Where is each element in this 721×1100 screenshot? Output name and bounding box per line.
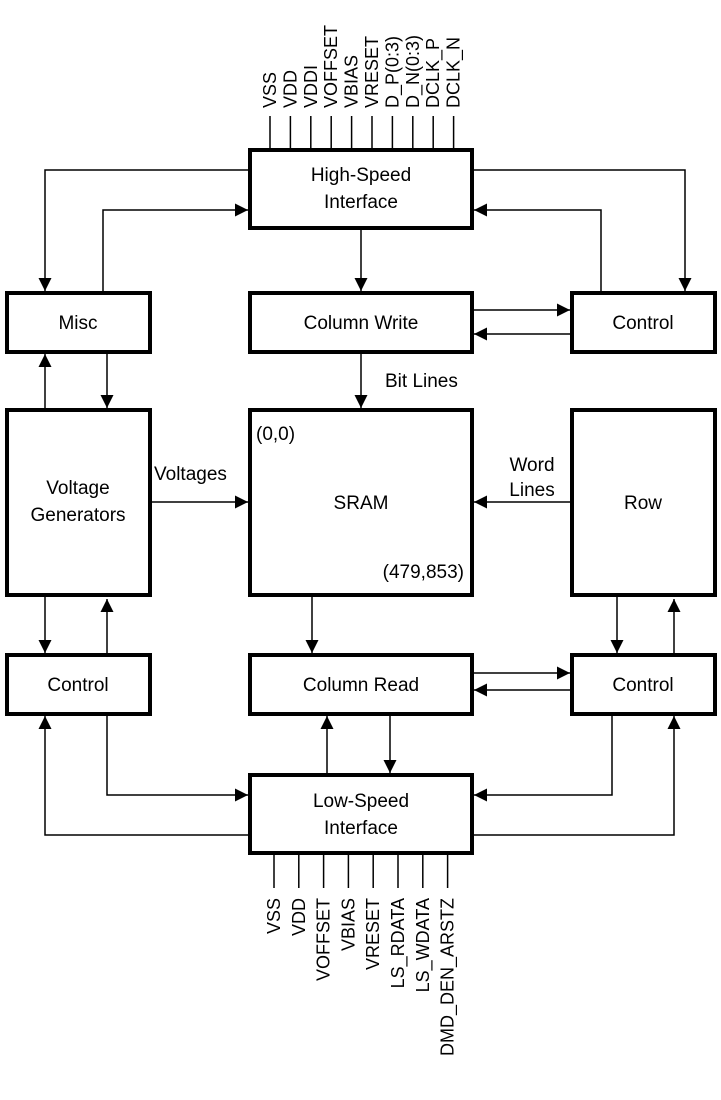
voltage-generators-label-1: Voltage — [46, 478, 109, 499]
control-left-label: Control — [47, 675, 108, 696]
hs-to-control-top-arrow — [472, 169, 692, 291]
word-lines-label-1: Word — [509, 455, 554, 476]
top-pin-label: VDDI — [301, 65, 321, 108]
hs-to-misc-arrow — [38, 169, 250, 291]
bottom-pin-label: DMD_DEN_ARSTZ — [438, 898, 459, 1056]
bottom-pin-label: VOFFSET — [314, 898, 334, 981]
top-pin-label: VBIAS — [342, 55, 362, 108]
voltage-generators-label-2: Generators — [30, 505, 125, 526]
top-pin-label: D_P(0:3) — [382, 36, 403, 108]
top-pin-label: VSS — [260, 72, 280, 108]
top-pin-label: VRESET — [362, 36, 382, 108]
top-pin-label: D_N(0:3) — [403, 35, 424, 108]
bit-lines-label: Bit Lines — [385, 371, 458, 392]
sram-origin-label: (0,0) — [256, 424, 295, 445]
ls-to-control-left-arrow — [38, 716, 250, 836]
control-left-to-ls-arrow — [106, 714, 248, 802]
bottom-pin-label: VBIAS — [338, 898, 358, 951]
bottom-pin-label: LS_RDATA — [388, 898, 409, 988]
word-lines-label-2: Lines — [509, 480, 554, 501]
top-pin-label: DCLK_N — [444, 37, 465, 108]
control-right-label: Control — [612, 675, 673, 696]
misc-to-hs-arrow — [102, 203, 248, 293]
voltages-label: Voltages — [154, 464, 227, 485]
low-speed-interface-label-2: Interface — [324, 818, 398, 839]
sram-block: (0,0) SRAM (479,853) — [248, 408, 474, 597]
top-pin-label: VDD — [280, 70, 300, 108]
high-speed-interface-label-1: High-Speed — [311, 165, 411, 186]
control-right-block: Control — [570, 653, 717, 716]
low-speed-interface-label-1: Low-Speed — [313, 791, 409, 812]
connections — [38, 169, 692, 836]
voltage-generators-block: Voltage Generators — [5, 408, 152, 597]
bottom-pin-label: VDD — [289, 898, 309, 936]
top-pin-label: VOFFSET — [321, 25, 341, 108]
column-write-block: Column Write — [248, 291, 474, 354]
misc-label: Misc — [58, 313, 97, 334]
sram-extent-label: (479,853) — [383, 562, 464, 583]
control-top-block: Control — [570, 291, 717, 354]
sram-label: SRAM — [334, 493, 389, 514]
top-pin-label: DCLK_P — [423, 38, 444, 108]
control-top-label: Control — [612, 313, 673, 334]
control-left-block: Control — [5, 653, 152, 716]
column-read-label: Column Read — [303, 675, 419, 696]
high-speed-interface-label-2: Interface — [324, 192, 398, 213]
low-speed-interface-block: Low-Speed Interface — [248, 773, 474, 855]
row-block: Row — [570, 408, 717, 597]
bottom-pin-label: VSS — [264, 898, 284, 934]
control-right-to-ls-arrow — [474, 714, 613, 802]
row-label: Row — [624, 493, 662, 514]
ls-to-control-right-arrow — [472, 716, 681, 836]
bottom-pin-label: VRESET — [363, 898, 383, 970]
misc-block: Misc — [5, 291, 152, 354]
column-write-label: Column Write — [304, 313, 419, 334]
high-speed-interface-block: High-Speed Interface — [248, 148, 474, 230]
column-read-block: Column Read — [248, 653, 474, 716]
bottom-pin-label: LS_WDATA — [413, 898, 434, 992]
control-top-to-hs-arrow — [474, 203, 602, 293]
